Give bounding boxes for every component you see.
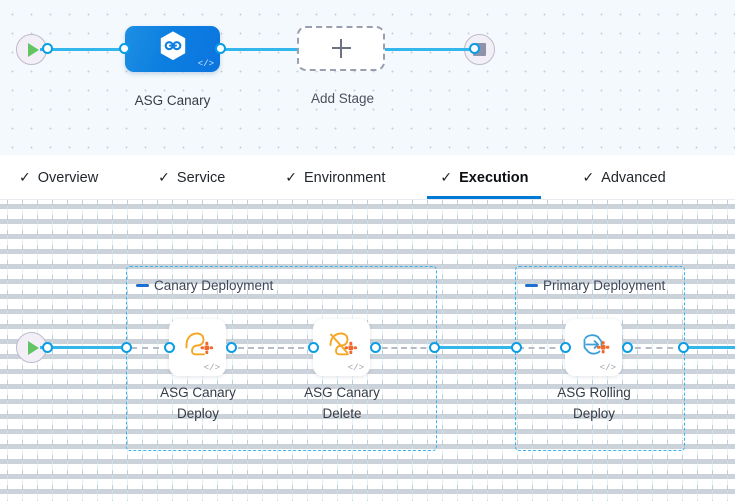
step-1-output-port[interactable] xyxy=(226,342,237,353)
exec-line-end xyxy=(682,346,735,349)
add-stage-button[interactable] xyxy=(297,26,385,71)
code-tag-icon: </> xyxy=(347,363,364,373)
exec-dline-5 xyxy=(624,347,684,349)
active-tab-indicator xyxy=(427,196,542,199)
exec-dline-2 xyxy=(228,347,314,349)
tab-environment[interactable]: ✓ Environment xyxy=(272,156,398,199)
exec-dline-3 xyxy=(372,347,436,349)
group-title-label: Canary Deployment xyxy=(154,278,274,293)
group-title-label: Primary Deployment xyxy=(543,278,666,293)
stage-start-port[interactable] xyxy=(42,43,53,54)
code-tag-icon: </> xyxy=(197,59,214,69)
stage-label-asg-canary: ASG Canary xyxy=(134,93,211,108)
tab-label: Execution xyxy=(459,169,529,186)
play-icon xyxy=(27,42,39,57)
step-label-asg-rolling-deploy: ASG Rolling Deploy xyxy=(508,382,680,424)
step-label-line2: Deploy xyxy=(176,406,220,421)
group-canary-output-port[interactable] xyxy=(429,342,440,353)
group-title-primary-deployment[interactable]: Primary Deployment xyxy=(525,278,665,293)
stage-output-port[interactable] xyxy=(215,43,226,54)
step-label-line1: ASG Rolling xyxy=(557,385,631,400)
step-label-asg-canary-deploy: ASG Canary Deploy xyxy=(112,382,284,424)
step-3-output-port[interactable] xyxy=(622,342,633,353)
tab-service[interactable]: ✓ Service xyxy=(145,156,238,199)
step-2-input-port[interactable] xyxy=(308,342,319,353)
execution-canvas[interactable]: Canary Deployment Primary Deployment xyxy=(0,200,735,501)
step-2-output-port[interactable] xyxy=(370,342,381,353)
check-icon: ✓ xyxy=(582,168,595,185)
group-title-canary-deployment[interactable]: Canary Deployment xyxy=(136,278,273,293)
step-node-asg-rolling-deploy[interactable]: </> xyxy=(565,319,622,376)
execution-start-port[interactable] xyxy=(42,342,53,353)
tab-label: Advanced xyxy=(601,169,666,186)
tab-advanced[interactable]: ✓ Advanced xyxy=(569,156,678,199)
step-1-input-port[interactable] xyxy=(164,342,175,353)
asg-canary-deploy-icon xyxy=(180,328,216,365)
stage-input-port[interactable] xyxy=(119,43,130,54)
step-3-input-port[interactable] xyxy=(560,342,571,353)
check-icon: ✓ xyxy=(285,168,297,185)
tab-overview[interactable]: ✓ Overview xyxy=(6,156,111,199)
step-label-line2: Deploy xyxy=(572,406,616,421)
group-primary-output-port[interactable] xyxy=(678,342,689,353)
step-node-asg-canary-deploy[interactable]: </> xyxy=(169,319,226,376)
tab-execution[interactable]: ✓ Execution xyxy=(427,156,542,199)
stage-canvas[interactable]: </> ASG Canary Add Stage xyxy=(0,0,735,155)
stage-node-asg-canary[interactable]: </> xyxy=(125,26,220,72)
step-label-line1: ASG Canary xyxy=(160,385,236,400)
stage-connector-end xyxy=(378,48,476,51)
code-tag-icon: </> xyxy=(599,363,616,373)
step-node-asg-canary-delete[interactable]: </> xyxy=(313,319,370,376)
plus-icon xyxy=(331,39,351,58)
collapse-handle-icon[interactable] xyxy=(136,284,149,287)
stage-connector-start xyxy=(40,48,140,51)
tab-label: Service xyxy=(176,169,226,186)
harness-hexagon-icon xyxy=(158,30,188,67)
asg-canary-delete-icon xyxy=(324,328,360,365)
play-icon xyxy=(27,340,39,355)
step-label-line2: Delete xyxy=(322,406,362,421)
check-icon: ✓ xyxy=(19,168,31,185)
exec-line-between-groups xyxy=(434,346,520,349)
exec-line-start xyxy=(40,346,132,349)
group-canary-input-port[interactable] xyxy=(121,342,132,353)
group-primary-input-port[interactable] xyxy=(511,342,522,353)
tab-label: Environment xyxy=(304,169,386,186)
tab-label: Overview xyxy=(37,169,99,186)
collapse-handle-icon[interactable] xyxy=(525,284,538,287)
step-label-line1: ASG Canary xyxy=(304,385,380,400)
add-stage-label: Add Stage xyxy=(310,91,375,106)
check-icon: ✓ xyxy=(158,168,170,185)
stage-config-tabs: ✓ Overview ✓ Service ✓ Environment ✓ Exe… xyxy=(0,155,735,200)
stage-end-port[interactable] xyxy=(469,43,480,54)
exec-dline-4 xyxy=(518,347,566,349)
code-tag-icon: </> xyxy=(203,363,220,373)
asg-rolling-deploy-icon xyxy=(576,328,612,365)
execution-start-node[interactable] xyxy=(16,332,47,363)
step-label-asg-canary-delete: ASG Canary Delete xyxy=(256,382,428,424)
check-icon: ✓ xyxy=(440,168,453,185)
stage-connector-mid xyxy=(210,48,305,51)
